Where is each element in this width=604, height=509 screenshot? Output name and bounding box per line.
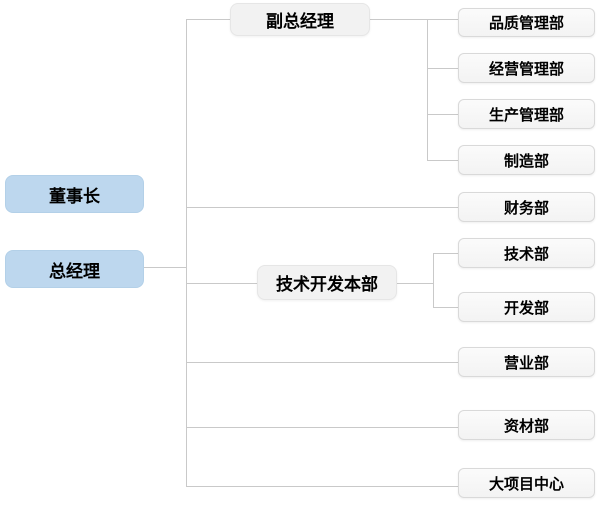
connector-manufacturing: [427, 160, 458, 161]
connector-materials: [186, 427, 458, 428]
node-production-management: 生产管理部: [458, 99, 595, 129]
node-materials: 资材部: [458, 410, 595, 440]
node-tech-development-division: 技术开发本部: [257, 265, 397, 300]
node-business-management: 经营管理部: [458, 53, 595, 83]
connector-development: [433, 307, 458, 308]
connector-deputy-gm-right: [370, 19, 458, 20]
node-major-projects: 大项目中心: [458, 468, 595, 498]
connector-tech-division-left: [186, 283, 257, 284]
connector-finance: [186, 207, 458, 208]
node-finance: 财务部: [458, 192, 595, 222]
connector-deputy-gm-bracket: [427, 19, 428, 161]
node-manufacturing: 制造部: [458, 145, 595, 175]
node-development: 开发部: [458, 292, 595, 322]
connector-tech-division-bracket: [433, 253, 434, 308]
connector-sales: [186, 362, 458, 363]
connector-production-management: [427, 114, 458, 115]
node-general-manager: 总经理: [5, 250, 144, 288]
connector-trunk-vertical: [186, 19, 187, 487]
node-sales: 营业部: [458, 347, 595, 377]
connector-tech-division-right: [397, 283, 433, 284]
node-technology: 技术部: [458, 238, 595, 268]
node-chairman: 董事长: [5, 175, 144, 213]
connector-major-projects: [186, 486, 458, 487]
connector-deputy-gm-left: [186, 19, 230, 20]
connector-technology: [433, 253, 458, 254]
connector-general-manager: [144, 267, 186, 268]
node-deputy-general-manager: 副总经理: [230, 3, 370, 36]
connector-business-management: [427, 68, 458, 69]
node-quality-management: 品质管理部: [458, 8, 595, 37]
